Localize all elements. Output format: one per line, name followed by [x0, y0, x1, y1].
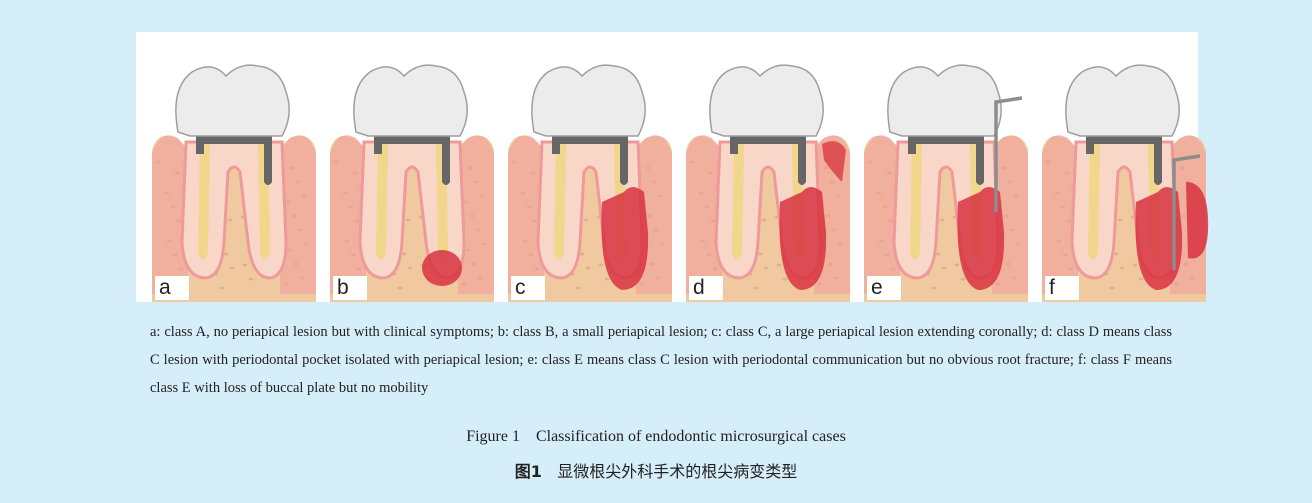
- panel-letter-label: d: [689, 276, 723, 300]
- tooth-crown: [532, 65, 645, 136]
- tooth-illustration: [1038, 32, 1210, 302]
- tooth-crown: [354, 65, 467, 136]
- panel-letter-label: f: [1045, 276, 1079, 300]
- bone-texture: [1139, 278, 1144, 281]
- tooth-panel-c: c: [504, 32, 676, 302]
- tooth-illustration: [504, 32, 676, 302]
- tooth-illustration: [682, 32, 854, 302]
- bone-texture: [599, 264, 604, 267]
- bone-texture: [230, 267, 235, 270]
- bone-texture: [764, 267, 769, 270]
- bone-texture: [777, 264, 782, 267]
- bone-texture: [932, 287, 937, 290]
- panel-letter-label: b: [333, 276, 367, 300]
- bone-texture: [1120, 267, 1125, 270]
- bone-texture: [961, 278, 966, 281]
- bone-texture: [220, 287, 225, 290]
- panel-letter-label: e: [867, 276, 901, 300]
- bone-texture: [783, 278, 788, 281]
- figure-legend: a: class A, no periapical lesion but wit…: [150, 318, 1172, 402]
- bone-texture: [586, 267, 591, 270]
- bone-texture: [754, 287, 759, 290]
- tooth-crown: [176, 65, 289, 136]
- tooth-illustration: [326, 32, 498, 302]
- periapical-lesion: [601, 187, 648, 290]
- bone-texture: [406, 219, 411, 222]
- tooth-crown: [888, 65, 1001, 136]
- tooth-panel-b: b: [326, 32, 498, 302]
- periapical-lesion: [779, 187, 826, 290]
- figure-number-chinese: 图1: [515, 462, 542, 481]
- bone-texture: [584, 219, 589, 222]
- bone-texture: [576, 287, 581, 290]
- bone-texture: [249, 278, 254, 281]
- bone-texture: [408, 267, 413, 270]
- bone-texture: [762, 219, 767, 222]
- bone-texture: [940, 219, 945, 222]
- tooth-panel-a: a: [148, 32, 320, 302]
- bone-texture: [1133, 264, 1138, 267]
- bone-texture: [228, 219, 233, 222]
- bone-texture: [243, 264, 248, 267]
- tooth-panel-e: e: [860, 32, 1032, 302]
- bone-texture: [1118, 219, 1123, 222]
- panel-letter-label: c: [511, 276, 545, 300]
- tooth-illustration: [148, 32, 320, 302]
- tooth-crown: [1066, 65, 1179, 136]
- figure-title-chinese: 显微根尖外科手术的根尖病变类型: [557, 462, 797, 481]
- bone-texture: [955, 264, 960, 267]
- tooth-illustration: [860, 32, 1032, 302]
- bone-texture: [1110, 287, 1115, 290]
- tooth-panel-f: f: [1038, 32, 1210, 302]
- tooth-crown: [710, 65, 823, 136]
- tooth-panel-d: d: [682, 32, 854, 302]
- figure-panel: a b c d e f: [136, 32, 1198, 302]
- bone-texture: [605, 278, 610, 281]
- figure-caption-english: Figure 1 Classification of endodontic mi…: [0, 428, 1312, 446]
- panel-letter-label: a: [155, 276, 189, 300]
- periapical-lesion: [422, 250, 462, 286]
- bone-texture: [942, 267, 947, 270]
- figure-caption-chinese: 图1 显微根尖外科手术的根尖病变类型: [0, 458, 1312, 482]
- bone-texture: [398, 287, 403, 290]
